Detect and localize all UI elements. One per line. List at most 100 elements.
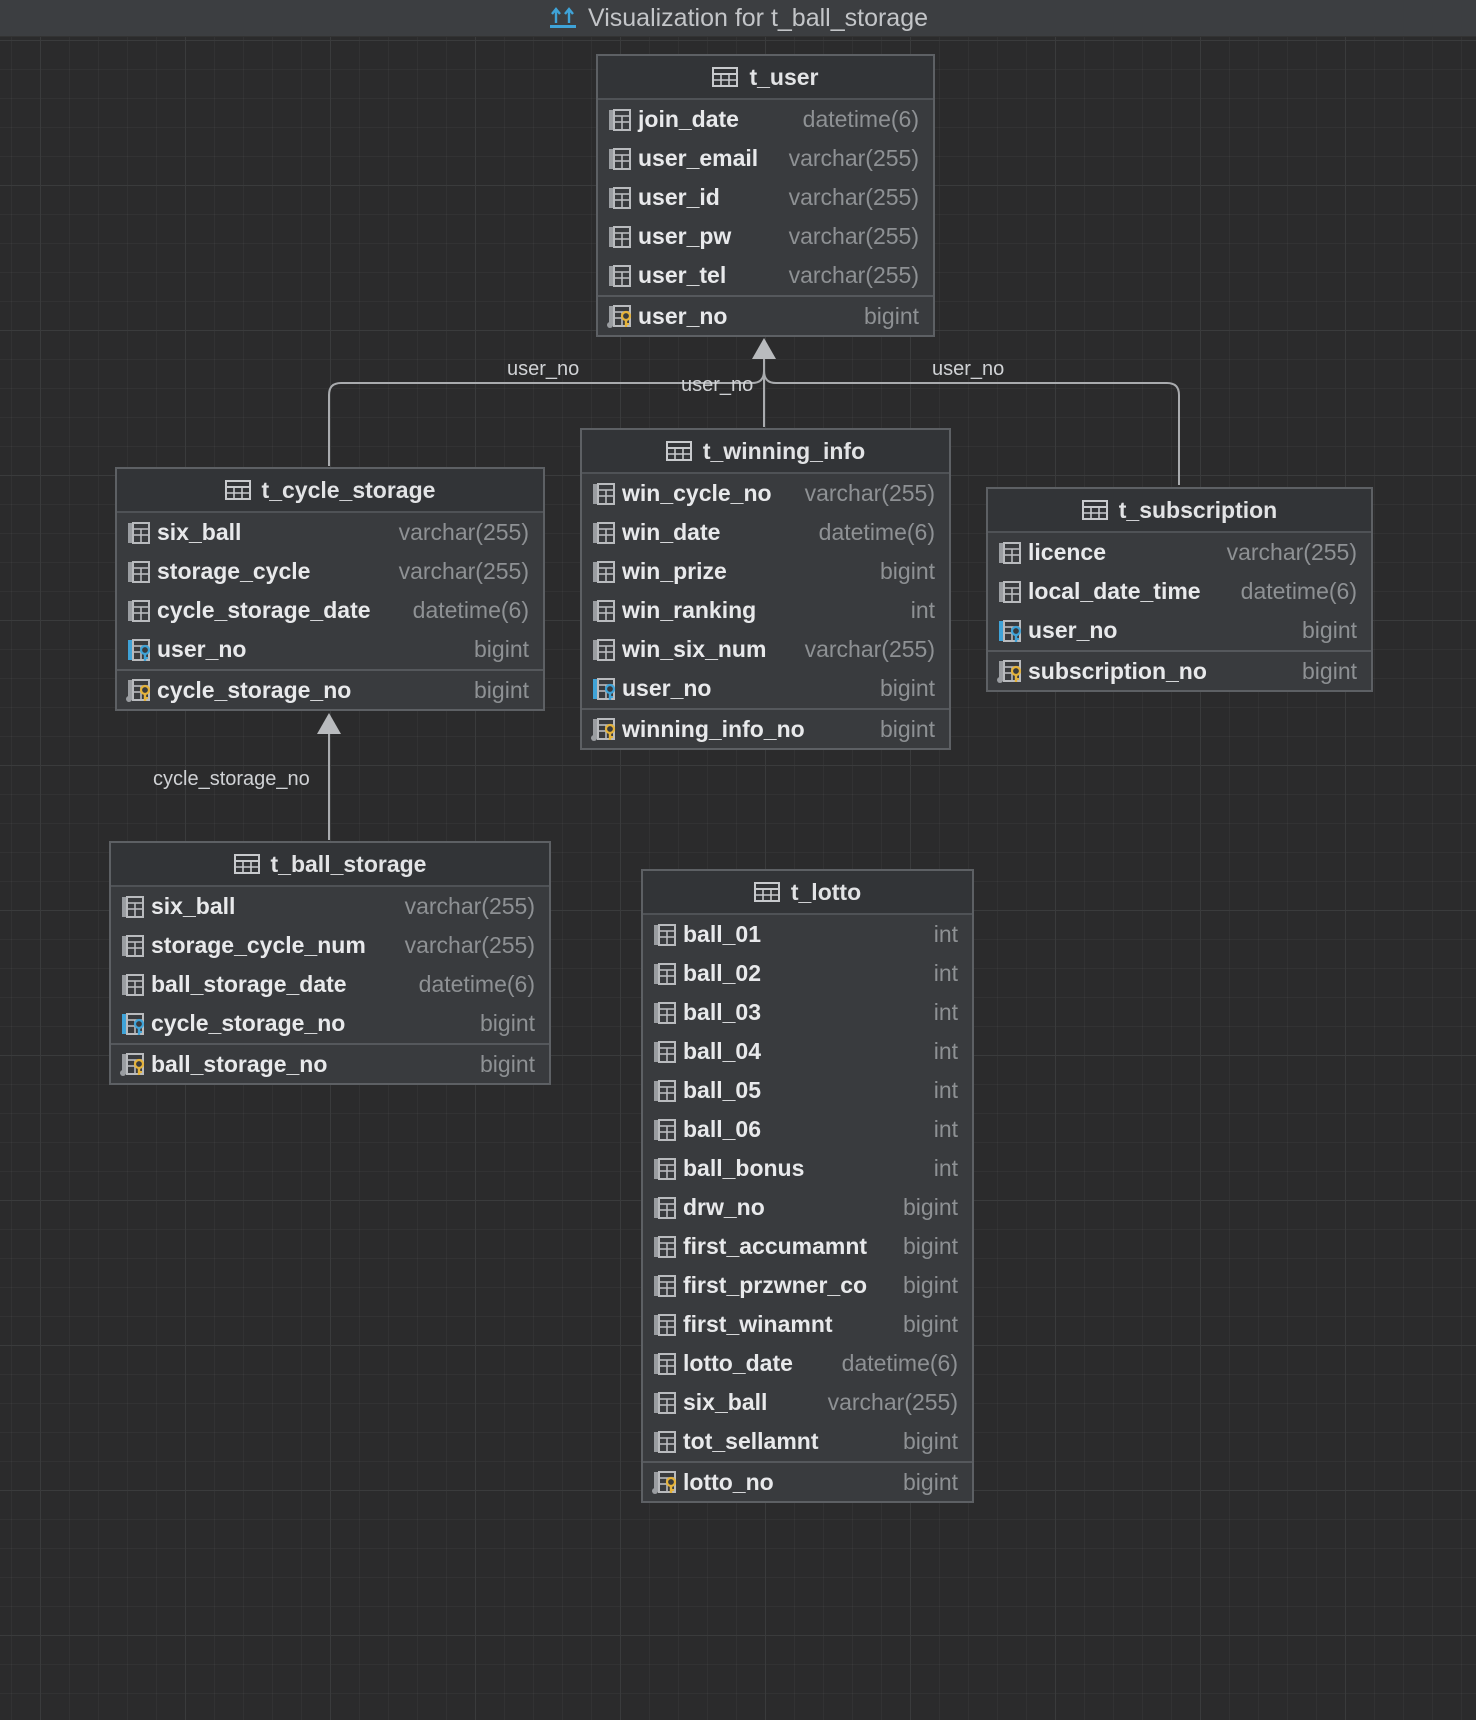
table-icon bbox=[233, 854, 260, 874]
column-name: user_no bbox=[1028, 617, 1118, 643]
column-icon bbox=[125, 520, 153, 546]
column-name: user_tel bbox=[638, 262, 727, 288]
table-header[interactable]: t_cycle_storage bbox=[117, 469, 543, 513]
column-icon bbox=[125, 559, 153, 585]
table-header[interactable]: t_winning_info bbox=[582, 430, 949, 474]
diagram-icon bbox=[548, 5, 578, 31]
column-type: int bbox=[933, 1077, 958, 1103]
table-header[interactable]: t_user bbox=[598, 56, 933, 100]
column-type: datetime(6) bbox=[802, 106, 919, 132]
column-type: int bbox=[933, 1155, 958, 1181]
column-name: winning_info_no bbox=[622, 715, 805, 742]
column-name: first_przwner_co bbox=[683, 1272, 868, 1298]
table-icon bbox=[753, 882, 780, 902]
column-type: varchar(255) bbox=[398, 519, 529, 545]
column-icon bbox=[651, 1429, 679, 1455]
column-type: int bbox=[933, 921, 958, 947]
column-name: drw_no bbox=[683, 1194, 765, 1220]
column-name: storage_cycle bbox=[157, 558, 311, 584]
column-name: ball_02 bbox=[683, 960, 761, 986]
table-t_cycle_storage[interactable]: t_cycle_storage six_ball varchar(255) stora… bbox=[115, 467, 545, 711]
column-icon bbox=[651, 1156, 679, 1182]
column-type: varchar(255) bbox=[788, 145, 919, 171]
column-type: bigint bbox=[903, 1233, 958, 1259]
column-row[interactable]: user_email varchar(255) bbox=[598, 139, 933, 178]
column-name: six_ball bbox=[151, 893, 236, 919]
column-type: varchar(255) bbox=[788, 223, 919, 249]
table-header[interactable]: t_ball_storage bbox=[111, 843, 549, 887]
column-name: tot_sellamnt bbox=[683, 1428, 819, 1454]
column-name: ball_storage_date bbox=[151, 971, 347, 997]
column-name: user_pw bbox=[638, 223, 732, 249]
column-icon bbox=[651, 922, 679, 948]
column-icon bbox=[651, 961, 679, 987]
window-title: Visualization for t_ball_storage bbox=[587, 3, 929, 32]
column-name: win_prize bbox=[622, 558, 727, 584]
window-titlebar: Visualization for t_ball_storage bbox=[0, 0, 1476, 37]
column-name: user_email bbox=[638, 145, 759, 171]
table-header[interactable]: t_lotto bbox=[643, 871, 972, 915]
column-icon bbox=[996, 579, 1024, 605]
column-icon bbox=[590, 637, 618, 663]
column-icon bbox=[606, 107, 634, 133]
column-icon bbox=[651, 1273, 679, 1299]
column-row[interactable]: user_pw varchar(255) bbox=[598, 217, 933, 256]
foreign-key-column-icon bbox=[125, 637, 153, 663]
column-type: datetime(6) bbox=[818, 519, 935, 545]
column-type: varchar(255) bbox=[804, 480, 935, 506]
table-icon bbox=[665, 441, 692, 461]
column-icon bbox=[651, 1000, 679, 1026]
column-row[interactable]: six_ball varchar(255) bbox=[117, 513, 543, 552]
column-type: bigint bbox=[474, 636, 529, 662]
column-name: ball_03 bbox=[683, 999, 761, 1025]
column-icon bbox=[651, 1351, 679, 1377]
table-header[interactable]: t_subscription bbox=[988, 489, 1371, 533]
column-name: six_ball bbox=[157, 519, 242, 545]
